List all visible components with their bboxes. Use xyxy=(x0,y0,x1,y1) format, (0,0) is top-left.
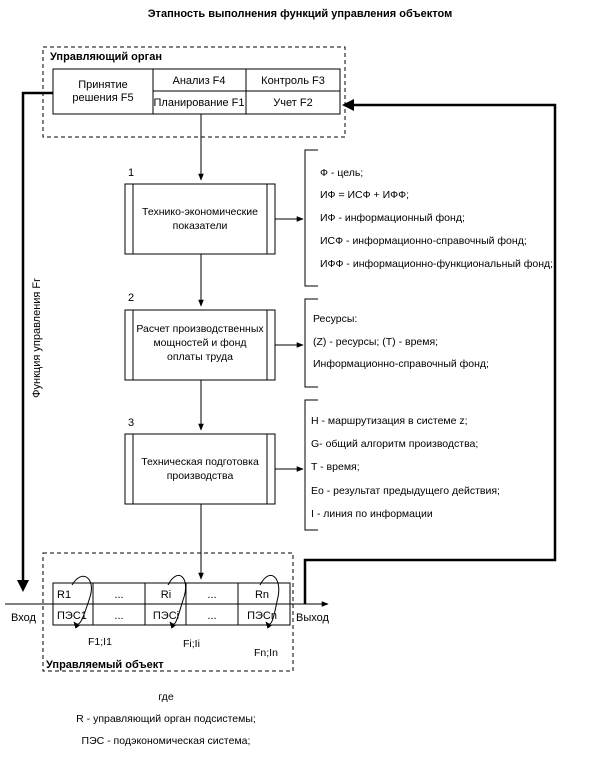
feedback-label-1: F1;I1 xyxy=(88,636,112,648)
analysis-cell: Анализ F4 xyxy=(172,75,225,87)
stage3-notes-bracket xyxy=(304,399,318,531)
decision-cell-line2: решения F5 xyxy=(72,92,133,104)
stage3-note-0: H - маршрутизация в системе z; xyxy=(311,415,468,427)
object-bottom-cell-2: ПЭСi xyxy=(153,610,179,622)
legend-line-0: R - управляющий орган подсистемы; xyxy=(76,713,256,725)
control-organ-table: Принятие решения F5 Анализ F4 Контроль F… xyxy=(52,68,341,115)
stage1-note-0: Ф - цель; xyxy=(320,167,363,179)
stage3-line2: производства xyxy=(167,470,234,482)
legend-intro: где xyxy=(158,691,173,703)
object-top-cell-3: ... xyxy=(207,589,216,601)
stage2-notes-bracket xyxy=(304,298,318,388)
managed-object-table: R1 ... Ri ... Rn ПЭС1 ... ПЭСi ... ПЭСn xyxy=(52,582,291,626)
stage2-line1: Расчет производственных xyxy=(136,323,264,335)
stage3-notes: H - маршрутизация в системе z; G- общий … xyxy=(311,415,500,520)
object-top-cell-1: ... xyxy=(114,589,123,601)
diagram-title: Этапность выполнения функций управления … xyxy=(148,8,453,20)
control-function-arrowhead xyxy=(17,580,29,592)
stage3-note-3: Eo - результат предыдущего действия; xyxy=(311,485,500,497)
object-top-cell-2: Ri xyxy=(161,589,171,601)
stage3-line1: Техническая подготовка xyxy=(141,456,259,468)
stage1-note-2: ИФ - информационный фонд; xyxy=(320,212,465,224)
stage1-note-1: ИФ = ИСФ + ИФФ; xyxy=(320,189,409,201)
object-bottom-cell-1: ... xyxy=(114,610,123,622)
control-organ-label: Управляющий орган xyxy=(50,51,162,63)
input-label: Вход xyxy=(11,612,36,624)
object-bottom-cell-3: ... xyxy=(207,610,216,622)
stage1-box: Технико-экономические показатели xyxy=(124,183,276,255)
object-top-cell-0: R1 xyxy=(57,589,71,601)
feedback-loop-1 xyxy=(71,575,92,629)
stage1-notes-bracket xyxy=(304,149,318,287)
feedback-label-n: Fn;In xyxy=(254,647,278,659)
stage2-note-2: Информационно-справочный фонд; xyxy=(313,358,489,370)
stage3-box: Техническая подготовка производства xyxy=(124,433,276,505)
planning-cell: Планирование F1 xyxy=(154,97,245,109)
stage3-number: 3 xyxy=(128,417,134,429)
stage2-notes: Ресурсы: (Z) - ресурсы; (T) - время; Инф… xyxy=(313,313,489,370)
object-bottom-cell-0: ПЭС1 xyxy=(57,610,87,622)
stage1-notes: Ф - цель; ИФ = ИСФ + ИФФ; ИФ - информаци… xyxy=(320,167,553,270)
accounting-cell: Учет F2 xyxy=(273,97,312,109)
decision-cell-line1: Принятие xyxy=(78,79,128,91)
stage3-note-2: T - время; xyxy=(311,461,360,473)
stage2-number: 2 xyxy=(128,292,134,304)
stage3-note-4: I - линия по информации xyxy=(311,508,433,520)
feedback-label-i: Fi;Ii xyxy=(183,638,200,650)
control-function-line xyxy=(21,91,53,582)
feedback-arrowhead xyxy=(342,99,354,111)
managed-object-label: Управляемый объект xyxy=(46,659,164,671)
stage2-note-1: (Z) - ресурсы; (T) - время; xyxy=(313,336,438,348)
control-function-label: Функция управления Fr xyxy=(31,278,43,398)
stage2-note-0: Ресурсы: xyxy=(313,313,357,325)
stage2-line2: мощностей и фонд xyxy=(153,337,246,349)
stage1-note-3: ИСФ - информационно-справочный фонд; xyxy=(320,235,527,247)
object-top-cell-4: Rn xyxy=(255,589,269,601)
output-label: Выход xyxy=(296,612,329,624)
stage1-line1: Технико-экономические xyxy=(142,206,258,218)
stage2-box: Расчет производственных мощностей и фонд… xyxy=(124,309,276,381)
stage3-note-1: G- общий алгоритм производства; xyxy=(311,438,478,450)
feedback-loop-n xyxy=(259,574,280,629)
stage1-number: 1 xyxy=(128,167,134,179)
feedback-loop-i xyxy=(167,574,186,629)
feedback-line xyxy=(303,103,557,604)
stage1-note-4: ИФФ - информационно-функциональный фонд; xyxy=(320,258,553,270)
stage1-line2: показатели xyxy=(173,220,228,232)
control-cell: Контроль F3 xyxy=(261,75,325,87)
object-bottom-cell-4: ПЭСn xyxy=(247,610,277,622)
legend-line-1: ПЭС - подэкономическая система; xyxy=(82,735,251,747)
managed-object-frame xyxy=(42,552,294,672)
stage2-line3: оплаты труда xyxy=(167,351,233,363)
